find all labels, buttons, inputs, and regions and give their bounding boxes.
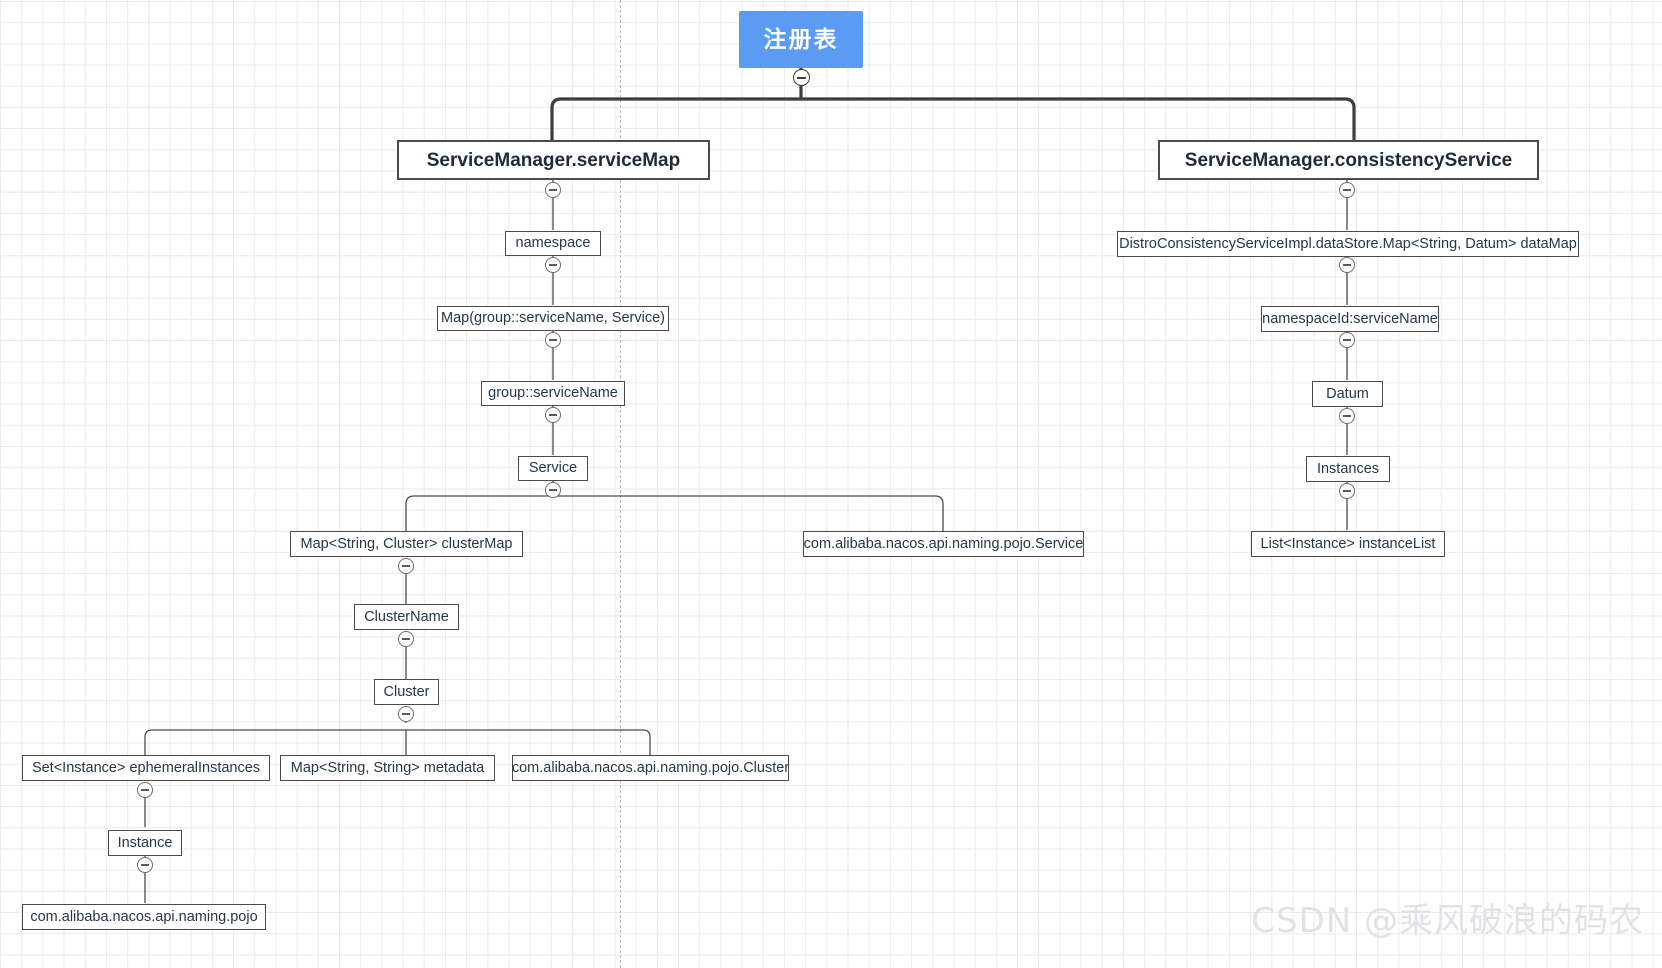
node-root-registry[interactable]: 注册表 [739,11,863,68]
edge-service-branch [405,472,944,540]
collapse-toggle-root[interactable] [793,69,810,86]
collapse-toggle-namespace[interactable] [545,257,561,273]
node-pojo-service-label: com.alibaba.nacos.api.naming.pojo.Servic… [803,535,1084,552]
edge-root-branch [550,68,1356,142]
collapse-toggle-consistency-service[interactable] [1339,182,1355,198]
node-service-map-label: ServiceManager.serviceMap [426,149,681,171]
node-metadata[interactable]: Map<String, String> metadata [280,755,495,781]
node-group-service-name-label: group::serviceName [488,385,618,402]
node-service-manager-service-map[interactable]: ServiceManager.serviceMap [397,140,710,180]
collapse-toggle-ephemeral-instances[interactable] [137,782,153,798]
collapse-minus-icon [549,414,557,416]
collapse-minus-icon [797,76,806,79]
collapse-toggle-service[interactable] [545,482,561,498]
collapse-toggle-instances[interactable] [1339,483,1355,499]
node-pojo-service[interactable]: com.alibaba.nacos.api.naming.pojo.Servic… [803,531,1084,557]
node-map-group-service-label: Map(group::serviceName, Service) [440,310,666,327]
collapse-minus-icon [402,565,410,567]
collapse-toggle-map-group-service[interactable] [545,332,561,348]
collapse-minus-icon [402,713,410,715]
node-instance-label: Instance [117,834,173,851]
node-cluster-name-label: ClusterName [364,608,449,625]
node-cluster[interactable]: Cluster [374,679,439,705]
node-data-map[interactable]: DistroConsistencyServiceImpl.dataStore.M… [1117,231,1579,257]
node-cluster-map-label: Map<String, Cluster> clusterMap [300,535,513,552]
node-group-service-name[interactable]: group::serviceName [481,381,625,406]
collapse-minus-icon [1343,264,1351,266]
node-pojo-naming-label: com.alibaba.nacos.api.naming.pojo [30,908,258,925]
node-namespace-id-service-name-label: namespaceId:serviceName [1262,310,1438,327]
node-ephemeral-instances[interactable]: Set<Instance> ephemeralInstances [22,755,270,781]
csdn-watermark: CSDN @乘风破浪的码农 [1251,901,1644,941]
vertical-guide-line [620,0,621,968]
node-data-map-label: DistroConsistencyServiceImpl.dataStore.M… [1119,235,1577,252]
collapse-minus-icon [402,638,410,640]
collapse-toggle-datum[interactable] [1339,408,1355,424]
node-cluster-name[interactable]: ClusterName [354,604,459,630]
node-consistency-service-label: ServiceManager.consistencyService [1184,149,1513,171]
node-pojo-cluster[interactable]: com.alibaba.nacos.api.naming.pojo.Cluste… [512,755,789,781]
node-pojo-naming[interactable]: com.alibaba.nacos.api.naming.pojo [22,904,266,930]
node-datum-label: Datum [1326,385,1369,402]
collapse-toggle-cluster[interactable] [398,706,414,722]
node-datum[interactable]: Datum [1312,381,1383,407]
node-instance[interactable]: Instance [108,830,182,856]
node-metadata-label: Map<String, String> metadata [290,759,485,776]
collapse-minus-icon [1343,490,1351,492]
node-ephemeral-instances-label: Set<Instance> ephemeralInstances [31,759,261,776]
node-pojo-cluster-label: com.alibaba.nacos.api.naming.pojo.Cluste… [511,759,790,776]
collapse-toggle-cluster-map[interactable] [398,558,414,574]
collapse-minus-icon [549,189,557,191]
node-namespace[interactable]: namespace [505,231,601,256]
collapse-minus-icon [1343,339,1351,341]
node-cluster-label: Cluster [383,683,430,700]
node-service-manager-consistency-service[interactable]: ServiceManager.consistencyService [1158,140,1539,180]
collapse-toggle-service-map[interactable] [545,182,561,198]
node-instance-list[interactable]: List<Instance> instanceList [1251,531,1445,557]
collapse-toggle-namespace-id-service-name[interactable] [1339,332,1355,348]
collapse-toggle-group-service-name[interactable] [545,407,561,423]
node-service-label: Service [528,460,578,477]
node-namespace-label: namespace [515,235,591,252]
collapse-minus-icon [549,489,557,491]
collapse-minus-icon [1343,415,1351,417]
collapse-minus-icon [1343,189,1351,191]
node-map-group-service[interactable]: Map(group::serviceName, Service) [437,306,669,331]
collapse-minus-icon [141,864,149,866]
node-cluster-map[interactable]: Map<String, Cluster> clusterMap [290,531,523,557]
node-instances[interactable]: Instances [1306,456,1390,482]
node-root-label: 注册表 [763,26,839,52]
collapse-minus-icon [549,264,557,266]
node-instances-label: Instances [1316,460,1380,477]
collapse-minus-icon [141,789,149,791]
collapse-toggle-instance[interactable] [137,857,153,873]
collapse-minus-icon [549,339,557,341]
collapse-toggle-cluster-name[interactable] [398,631,414,647]
node-namespace-id-service-name[interactable]: namespaceId:serviceName [1261,306,1439,332]
node-service[interactable]: Service [518,456,588,481]
collapse-toggle-data-map[interactable] [1339,257,1355,273]
node-instance-list-label: List<Instance> instanceList [1260,535,1436,552]
